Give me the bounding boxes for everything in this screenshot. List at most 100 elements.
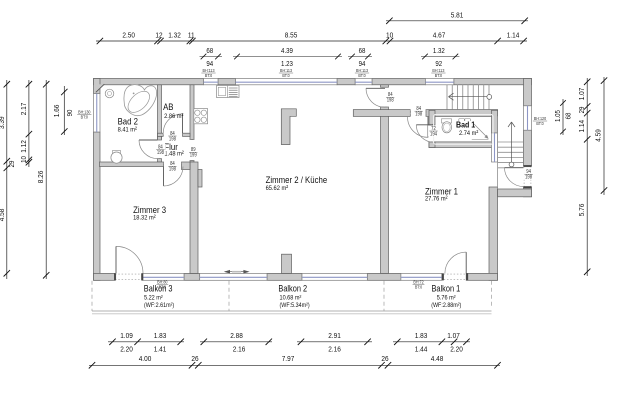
svg-text:1.44: 1.44 — [415, 345, 428, 354]
svg-text:92: 92 — [435, 61, 442, 69]
svg-text:2.16: 2.16 — [233, 345, 246, 354]
svg-text:1.07: 1.07 — [577, 88, 586, 101]
svg-text:1.32: 1.32 — [433, 48, 445, 56]
svg-text:199: 199 — [190, 152, 197, 157]
svg-text:8.41 m²: 8.41 m² — [118, 126, 137, 134]
svg-text:BH:113: BH:113 — [356, 68, 369, 73]
svg-text:BH:80: BH:80 — [157, 279, 168, 284]
svg-text:1.07: 1.07 — [447, 332, 460, 341]
svg-text:8.26: 8.26 — [37, 171, 46, 184]
svg-text:BH:120: BH:120 — [534, 116, 547, 121]
svg-text:198: 198 — [169, 166, 176, 171]
svg-text:AB: AB — [163, 101, 174, 112]
svg-text:BT:0: BT:0 — [205, 73, 213, 78]
svg-text:198: 198 — [169, 136, 176, 141]
svg-text:10.68 m²: 10.68 m² — [280, 294, 302, 302]
svg-text:1.05: 1.05 — [555, 110, 563, 122]
svg-text:1.14: 1.14 — [507, 31, 520, 40]
svg-text:2.91: 2.91 — [328, 332, 341, 341]
svg-text:3.39: 3.39 — [0, 116, 6, 129]
svg-text:4.48: 4.48 — [431, 354, 444, 363]
svg-text:Balkon 2: Balkon 2 — [278, 284, 307, 294]
svg-text:2.20: 2.20 — [450, 345, 463, 354]
svg-text:198: 198 — [415, 111, 422, 116]
svg-text:Flur: Flur — [164, 141, 178, 152]
svg-text:4.59: 4.59 — [594, 129, 603, 142]
svg-text:Bad 1: Bad 1 — [456, 120, 476, 130]
svg-text:BT:0: BT:0 — [282, 73, 290, 78]
svg-text:BT:0: BT:0 — [435, 73, 443, 78]
svg-text:BT:0: BT:0 — [159, 284, 167, 289]
svg-text:Bad 2: Bad 2 — [118, 116, 139, 127]
svg-text:4.67: 4.67 — [433, 31, 446, 40]
svg-text:198: 198 — [525, 174, 532, 179]
svg-text:1.12: 1.12 — [20, 140, 29, 153]
svg-text:194: 194 — [430, 131, 437, 136]
svg-text:5.81: 5.81 — [451, 11, 464, 20]
svg-text:(WF:2.88m²): (WF:2.88m²) — [431, 302, 461, 308]
svg-text:198: 198 — [387, 97, 394, 102]
svg-text:2.50: 2.50 — [122, 31, 135, 40]
svg-text:BH:113: BH:113 — [280, 68, 293, 73]
svg-text:94: 94 — [206, 61, 213, 69]
svg-text:26: 26 — [381, 354, 388, 363]
svg-text:1.41: 1.41 — [154, 345, 167, 354]
svg-text:29: 29 — [9, 160, 17, 167]
svg-text:65.62 m²: 65.62 m² — [266, 184, 288, 192]
svg-text:(WF:5.34m²): (WF:5.34m²) — [280, 302, 310, 308]
svg-text:BH:113: BH:113 — [432, 68, 445, 73]
svg-text:(WF:2.61m²): (WF:2.61m²) — [144, 302, 174, 308]
svg-text:BT:0: BT:0 — [415, 284, 423, 289]
svg-text:Zimmer 1: Zimmer 1 — [425, 186, 458, 197]
svg-text:84: 84 — [170, 161, 175, 166]
svg-text:Zimmer 3: Zimmer 3 — [133, 204, 166, 215]
svg-text:2.17: 2.17 — [20, 103, 29, 116]
svg-text:7.97: 7.97 — [282, 354, 295, 363]
svg-text:4.00: 4.00 — [139, 354, 152, 363]
svg-text:84: 84 — [416, 106, 421, 111]
svg-text:5.22 m²: 5.22 m² — [144, 294, 163, 302]
svg-text:29: 29 — [578, 106, 586, 113]
svg-text:68: 68 — [565, 112, 573, 119]
svg-text:1.14: 1.14 — [577, 120, 586, 133]
svg-text:68: 68 — [359, 48, 366, 56]
svg-text:2.88: 2.88 — [230, 332, 243, 341]
svg-text:26: 26 — [191, 354, 198, 363]
svg-text:BT:0: BT:0 — [536, 121, 544, 126]
svg-text:5.76 m²: 5.76 m² — [437, 294, 456, 302]
svg-text:10: 10 — [21, 156, 29, 163]
svg-text:89: 89 — [191, 147, 196, 152]
svg-text:8.55: 8.55 — [285, 31, 298, 40]
svg-text:84: 84 — [158, 144, 163, 149]
svg-text:72: 72 — [431, 125, 436, 130]
svg-text:1.66: 1.66 — [52, 105, 61, 118]
svg-text:2.86 m²: 2.86 m² — [164, 112, 183, 120]
svg-text:27.76 m²: 27.76 m² — [425, 195, 447, 203]
svg-text:1.48 m²: 1.48 m² — [164, 150, 183, 158]
svg-text:Zimmer 2 / Küche: Zimmer 2 / Küche — [266, 175, 328, 186]
svg-text:11: 11 — [188, 31, 195, 40]
svg-text:198: 198 — [157, 149, 164, 154]
svg-text:2.74 m²: 2.74 m² — [459, 130, 478, 138]
svg-text:1.23: 1.23 — [281, 61, 293, 69]
svg-text:Balkon 3: Balkon 3 — [144, 284, 173, 294]
svg-text:Balkon 1: Balkon 1 — [432, 284, 461, 294]
svg-text:BT:0: BT:0 — [358, 73, 366, 78]
svg-text:BT:0: BT:0 — [81, 114, 89, 119]
svg-text:94: 94 — [359, 61, 366, 69]
svg-text:1.32: 1.32 — [168, 31, 181, 40]
svg-text:5.76: 5.76 — [577, 204, 586, 217]
svg-text:84: 84 — [388, 92, 393, 97]
svg-text:BH:113: BH:113 — [202, 68, 215, 73]
svg-text:BH:72: BH:72 — [413, 279, 424, 284]
svg-text:4.39: 4.39 — [281, 48, 293, 56]
svg-text:2.16: 2.16 — [328, 345, 341, 354]
svg-text:2.20: 2.20 — [120, 345, 133, 354]
svg-text:1.83: 1.83 — [415, 332, 428, 341]
svg-text:94: 94 — [526, 169, 531, 174]
svg-text:18.32 m²: 18.32 m² — [133, 214, 155, 222]
svg-text:1.83: 1.83 — [154, 332, 167, 341]
svg-text:4.58: 4.58 — [0, 209, 6, 222]
svg-text:BH:130: BH:130 — [78, 109, 91, 114]
svg-text:1.09: 1.09 — [120, 332, 133, 341]
